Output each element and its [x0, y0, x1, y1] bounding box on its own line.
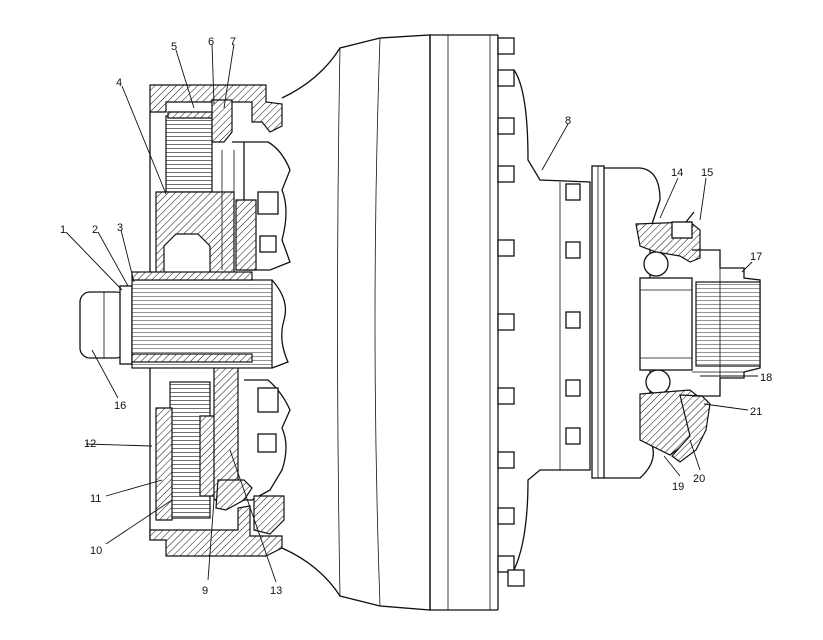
callout-6: 6 — [208, 36, 214, 48]
callout-10: 10 — [90, 545, 102, 557]
callout-9: 9 — [202, 585, 208, 597]
callout-13: 13 — [270, 585, 282, 597]
callout-19: 19 — [672, 481, 684, 493]
input-shaft — [79, 271, 289, 369]
callout-labels: 1 2 3 4 5 6 7 8 9 10 11 12 13 14 15 16 1… — [60, 36, 772, 597]
gearbox-housing-bottom — [149, 365, 291, 557]
flange-bolts — [497, 37, 525, 587]
callout-15: 15 — [701, 167, 713, 179]
right-flange — [513, 69, 591, 571]
callout-12: 12 — [84, 438, 96, 450]
callout-4: 4 — [116, 77, 122, 89]
callout-11: 11 — [90, 493, 101, 505]
callout-14: 14 — [671, 167, 683, 179]
right-bearing-assembly — [635, 211, 761, 463]
hub-drum — [281, 34, 499, 611]
callout-17: 17 — [750, 251, 762, 263]
callout-7: 7 — [230, 36, 236, 48]
callout-8: 8 — [565, 115, 571, 127]
callout-2: 2 — [92, 224, 98, 236]
leader-lines — [65, 43, 758, 583]
callout-21: 21 — [750, 406, 762, 418]
callout-5: 5 — [171, 41, 177, 53]
gearbox-housing-top — [149, 84, 291, 278]
callout-16: 16 — [114, 400, 126, 412]
callout-3: 3 — [117, 222, 123, 234]
callout-18: 18 — [760, 372, 772, 384]
callout-20: 20 — [693, 473, 705, 485]
callout-1: 1 — [60, 224, 66, 236]
